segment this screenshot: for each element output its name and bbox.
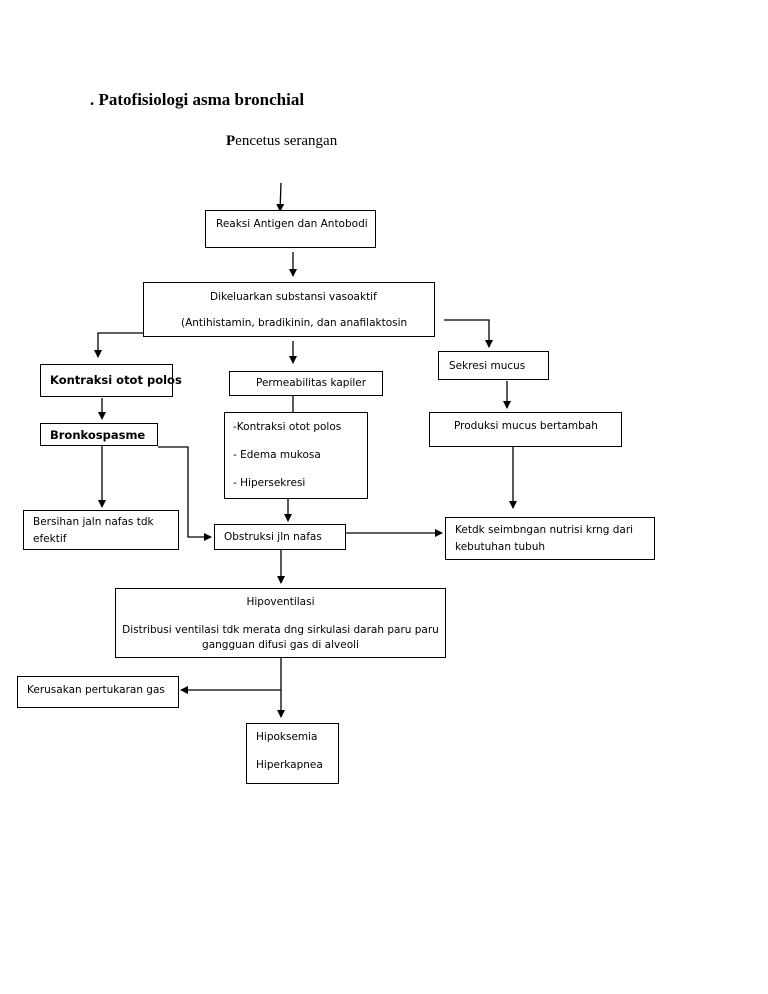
node-bronkospasme-label: Bronkospasme <box>50 428 146 442</box>
node-obstruksi-label: Obstruksi jln nafas <box>224 531 322 543</box>
arrow-to-kontraksi <box>94 332 143 358</box>
node-sekresi: Sekresi mucus <box>438 351 549 380</box>
node-hipoksemia: Hipoksemia Hiperkapnea <box>246 723 339 784</box>
diagram-start-label: Pencetus serangan <box>226 133 337 150</box>
node-bersihan: Bersihan jaln nafas tdk efektif <box>23 510 179 550</box>
node-produksi-label: Produksi mucus bertambah <box>454 420 598 432</box>
list-item-hipersekresi: - Hipersekresi <box>233 477 306 489</box>
subtitle-rest: encetus serangan <box>235 133 338 149</box>
node-hipoksemia-label: Hipoksemia <box>256 731 318 743</box>
node-dikeluarkan-line1: Dikeluarkan substansi vasoaktif <box>210 291 377 303</box>
node-permeabilitas: Permeabilitas kapiler <box>229 371 383 396</box>
node-dikeluarkan-line2: (Antihistamin, bradikinin, dan anafilakt… <box>181 317 408 329</box>
node-mekanisme-list: -Kontraksi otot polos - Edema mukosa - H… <box>224 412 368 499</box>
node-ketdk: Ketdk seimbngan nutrisi krng dari kebutu… <box>445 517 655 560</box>
node-kontraksi-label: Kontraksi otot polos <box>50 373 182 387</box>
node-dikeluarkan: Dikeluarkan substansi vasoaktif (Antihis… <box>143 282 435 337</box>
node-hipo-title: Hipoventilasi <box>246 596 315 608</box>
node-kerusakan: Kerusakan pertukaran gas <box>17 676 179 708</box>
node-hipo-line3: gangguan difusi gas di alveoli <box>202 639 359 651</box>
arrow-bronko-to-obstruksi <box>158 446 212 541</box>
list-item-kontraksi: -Kontraksi otot polos <box>233 421 342 433</box>
node-hipo-line2: Distribusi ventilasi tdk merata dng sirk… <box>122 624 439 636</box>
node-bersihan-line2: efektif <box>33 533 67 545</box>
node-reaksi-label: Reaksi Antigen dan Antobodi <box>216 218 368 230</box>
node-produksi: Produksi mucus bertambah <box>429 412 622 447</box>
node-bronkospasme: Bronkospasme <box>40 423 158 446</box>
node-bersihan-line1: Bersihan jaln nafas tdk <box>33 516 154 528</box>
node-kerusakan-label: Kerusakan pertukaran gas <box>27 684 165 696</box>
arrow-start-to-reaksi <box>276 182 285 212</box>
arrow-to-sekresi <box>444 319 493 348</box>
subtitle-initial: P <box>226 133 236 149</box>
node-permeabilitas-label: Permeabilitas kapiler <box>256 377 367 389</box>
node-sekresi-label: Sekresi mucus <box>449 360 526 372</box>
node-ketdk-line2: kebutuhan tubuh <box>455 541 546 553</box>
node-hipoventilasi: Hipoventilasi Distribusi ventilasi tdk m… <box>115 588 446 658</box>
list-item-edema: - Edema mukosa <box>233 449 321 461</box>
node-obstruksi: Obstruksi jln nafas <box>214 524 346 550</box>
node-reaksi: Reaksi Antigen dan Antobodi <box>205 210 376 248</box>
page-title: . Patofisiologi asma bronchial <box>90 90 305 109</box>
node-kontraksi: Kontraksi otot polos <box>40 364 182 397</box>
node-ketdk-line1: Ketdk seimbngan nutrisi krng dari <box>455 524 634 536</box>
node-hiperkapnea-label: Hiperkapnea <box>256 759 323 771</box>
